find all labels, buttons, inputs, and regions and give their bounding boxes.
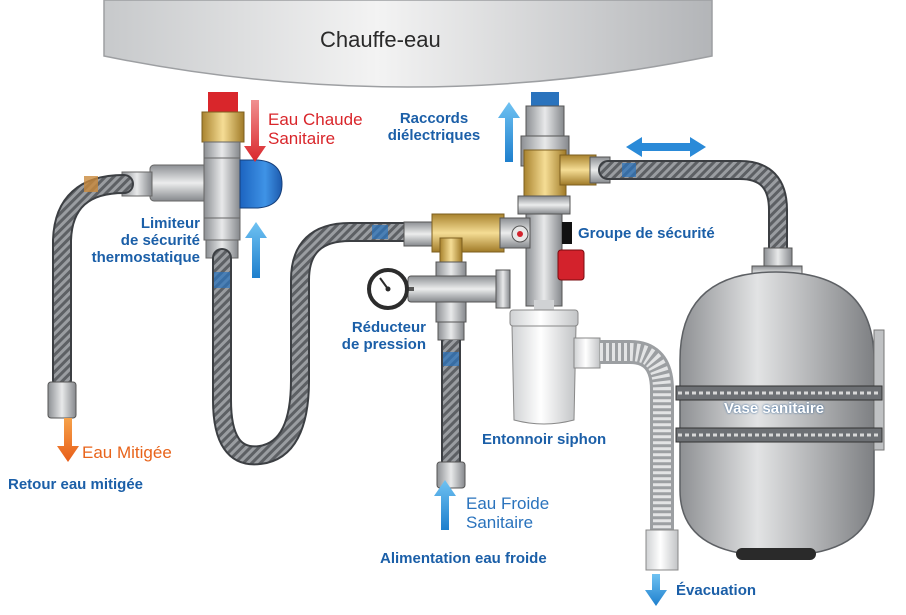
cold-loop-hose	[212, 222, 420, 466]
cold-supply-label: Alimentation eau froide	[380, 550, 547, 567]
double-arrow-icon	[626, 137, 706, 157]
cold-water-label: Eau Froide Sanitaire	[466, 494, 549, 532]
mixed-water-return-label: Retour eau mitigée	[8, 476, 144, 493]
cold-water-inlet	[520, 92, 611, 197]
expansion-vessel-label: Vase sanitaire	[724, 400, 825, 417]
drain-hose	[600, 340, 679, 571]
cold-supply-hose	[436, 340, 466, 489]
water-heater-tank	[103, 0, 713, 88]
water-heater-title: Chauffe-eau	[320, 27, 441, 52]
funnel-siphon-label: Entonnoir siphon	[482, 431, 607, 448]
dielectric-fittings-label: Raccords diélectriques	[380, 110, 488, 145]
mixed-water-label: Eau Mitigée	[82, 443, 172, 462]
arrow-down-icon	[645, 574, 667, 606]
pressure-reducer-line1: Réducteur	[351, 319, 426, 336]
cold-water-label-line2: Sanitaire	[466, 513, 534, 533]
limiter-label: Limiteur de sécurité thermostatique	[84, 215, 200, 266]
dielectric-fittings-line2: diélectriques	[387, 126, 481, 144]
hot-water-outlet	[201, 92, 245, 161]
drain-label: Évacuation	[676, 582, 757, 599]
limiter-line2: de sécurité	[120, 231, 200, 249]
arrow-down-icon	[57, 418, 79, 462]
limiter-line3: thermostatique	[91, 248, 200, 266]
safety-group-label: Groupe de sécurité	[578, 225, 715, 242]
mixed-water-hose	[47, 174, 134, 419]
limiter-line1: Limiteur	[140, 215, 200, 232]
hot-water-label: Eau Chaude Sanitaire	[268, 110, 363, 148]
dielectric-fittings-line1: Raccords	[399, 110, 469, 127]
cold-water-label-line1: Eau Froide	[466, 494, 550, 513]
hot-water-label-line1: Eau Chaude	[268, 110, 363, 129]
arrow-up-icon	[434, 480, 456, 530]
funnel-siphon	[509, 300, 601, 425]
hot-water-label-line2: Sanitaire	[268, 129, 336, 149]
arrow-up-icon	[245, 222, 267, 278]
expansion-vessel	[675, 265, 885, 560]
expansion-hose	[598, 160, 793, 271]
arrow-up-icon	[498, 102, 520, 162]
pressure-reducer	[407, 237, 511, 341]
pressure-gauge-icon	[367, 268, 414, 310]
arrow-down-icon	[244, 100, 266, 162]
pressure-reducer-line2: de pression	[341, 335, 426, 353]
pressure-reducer-label: Réducteur de pression	[322, 319, 426, 354]
